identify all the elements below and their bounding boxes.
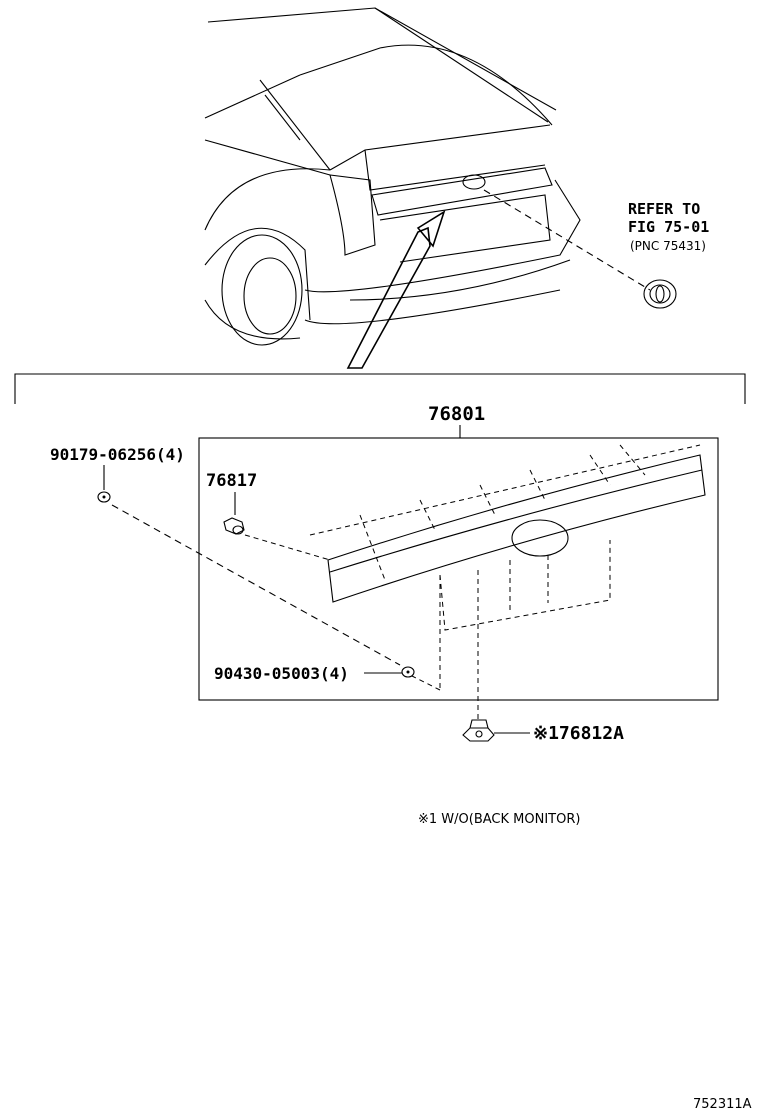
part-90430-label: 90430-05003(4)	[214, 664, 349, 683]
refer-fig-label: FIG 75-01	[628, 218, 709, 236]
clip-76817-icon	[223, 517, 245, 535]
car-rear-illustration	[204, 7, 581, 369]
refer-pnc-label: (PNC 75431)	[630, 239, 706, 253]
section-bracket	[14, 373, 746, 404]
figure-id-label: 752311A	[693, 1097, 752, 1112]
footnote-label: ※1 W/O(BACK MONITOR)	[418, 812, 580, 827]
nut-90430-icon	[401, 666, 415, 678]
part-90179-label: 90179-06256(4)	[50, 445, 185, 464]
clip-90179-dashed	[111, 504, 401, 666]
clip-90179-icon	[97, 491, 111, 503]
part-76817-label: 76817	[206, 471, 257, 491]
clip-76812a-icon	[462, 719, 495, 742]
nut-dashed-link	[411, 675, 441, 691]
back-door-garnish	[244, 444, 706, 631]
part-76801-label: 76801	[428, 403, 485, 425]
part-76812a-label: ※176812A	[533, 723, 624, 744]
emblem-leader-line	[483, 189, 651, 291]
emblem-icon	[643, 279, 677, 309]
refer-to-label: REFER TO	[628, 200, 700, 218]
assembly-box	[198, 437, 719, 701]
